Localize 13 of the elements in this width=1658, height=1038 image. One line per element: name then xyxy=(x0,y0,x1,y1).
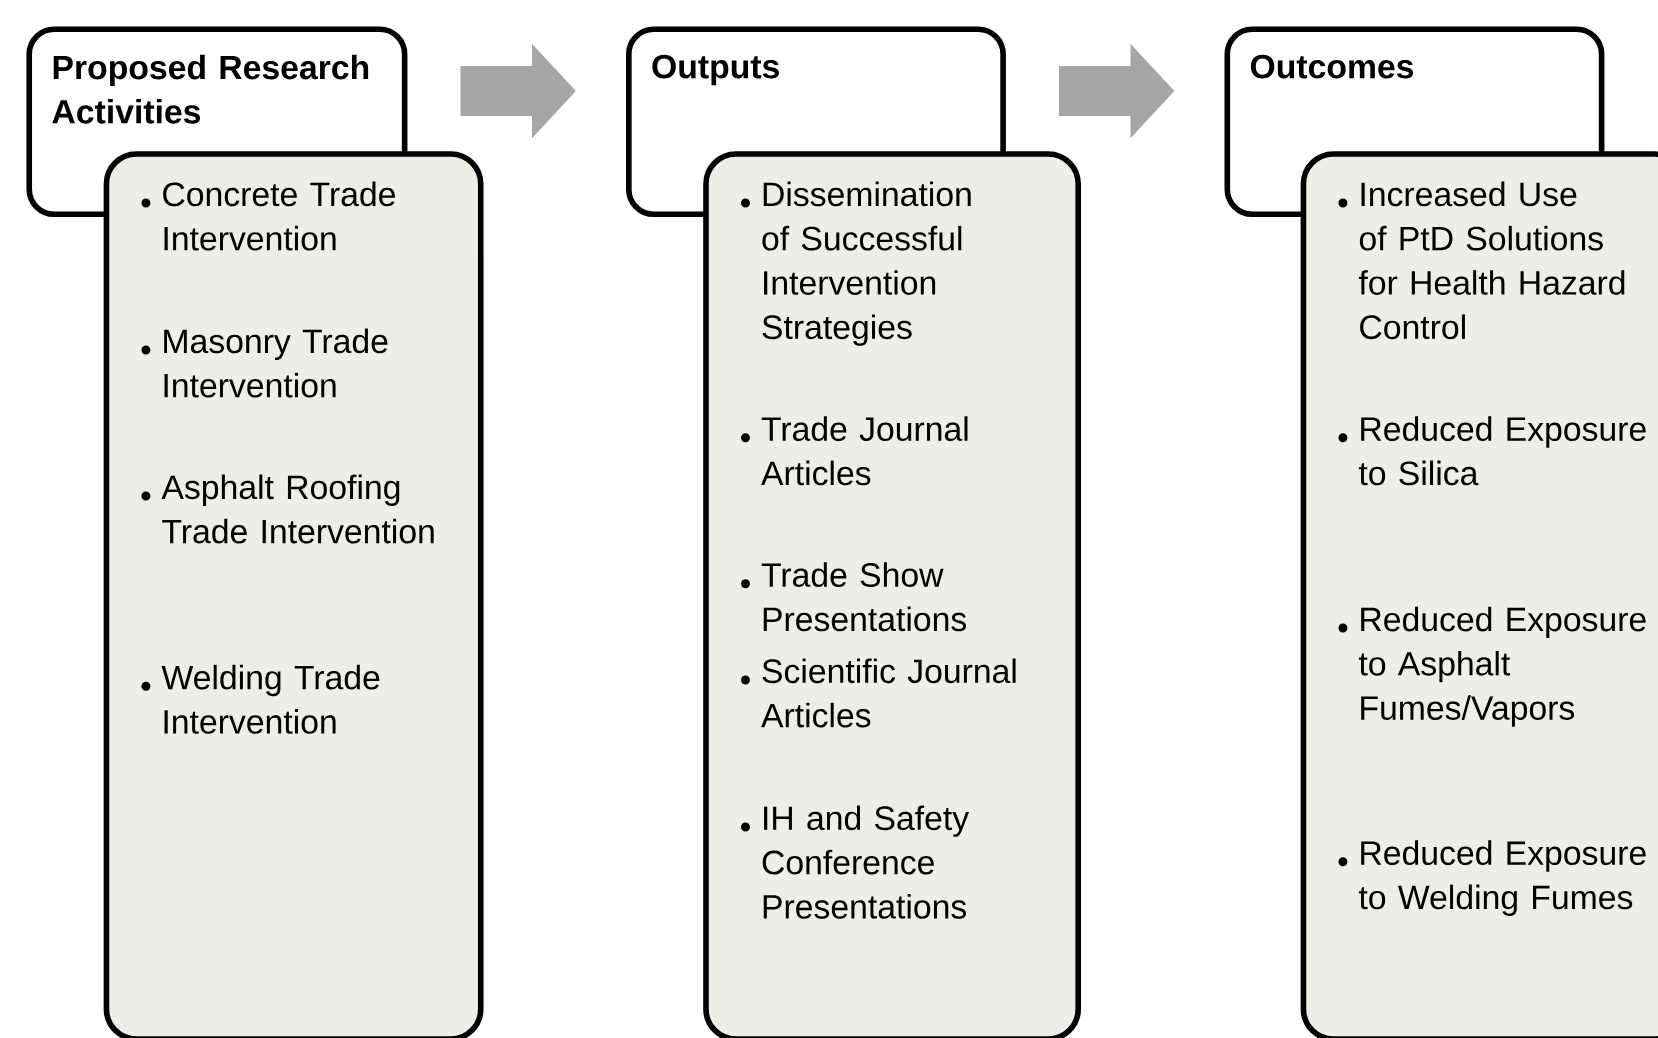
bullet-item: Welding Trade Intervention xyxy=(141,664,380,734)
bullet-item: IH and Safety Conference Presentations xyxy=(741,805,970,919)
bullet-item: Reduced Exposure to Welding Fumes xyxy=(1338,840,1646,916)
bullet-item: Trade Show Presentations xyxy=(741,562,967,632)
list-box xyxy=(703,151,1081,1038)
bullet-item: Trade Journal Articles xyxy=(741,416,968,486)
list-box xyxy=(1300,151,1658,1038)
list-box xyxy=(103,151,484,1038)
bullet-item: Reduced Exposure to Asphalt Fumes/Vapors xyxy=(1338,606,1646,727)
bullet-item: Masonry Trade Intervention xyxy=(141,328,388,398)
bullet-item: Asphalt Roofing Trade Intervention xyxy=(141,474,434,544)
bullet-item: Scientific Journal Articles xyxy=(741,658,1016,728)
bullet-item: Reduced Exposure to Silica xyxy=(1338,416,1646,486)
